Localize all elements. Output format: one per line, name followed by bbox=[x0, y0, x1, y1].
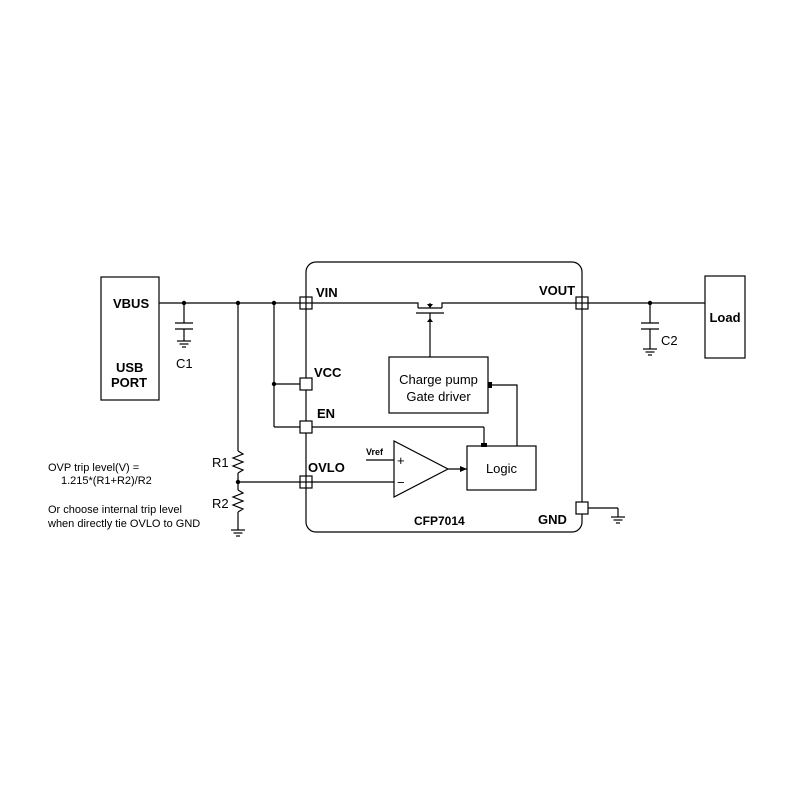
pin-gnd: GND bbox=[538, 501, 589, 527]
usb-port: VBUS USB PORT bbox=[100, 276, 160, 401]
note-line-4: when directly tie OVLO to GND bbox=[47, 518, 200, 530]
load-label: Load bbox=[709, 310, 740, 325]
charge-pump-block: Charge pump Gate driver bbox=[388, 356, 489, 414]
c2-label: C2 bbox=[661, 333, 678, 348]
port-label: PORT bbox=[111, 375, 147, 390]
usb-label: USB bbox=[116, 360, 143, 375]
pin-vcc: VCC bbox=[299, 365, 342, 391]
comparator-minus: − bbox=[397, 475, 405, 490]
gnd-label: GND bbox=[538, 512, 567, 527]
charge-pump-label: Charge pump bbox=[399, 372, 478, 387]
pin-en: EN bbox=[299, 406, 335, 434]
load: Load bbox=[704, 275, 746, 359]
vref-label: Vref bbox=[366, 447, 384, 457]
vout-wire bbox=[588, 300, 705, 306]
vin-label: VIN bbox=[316, 285, 338, 300]
pin-vin: VIN bbox=[299, 285, 338, 310]
gnd-connection bbox=[588, 507, 625, 524]
ovp-notes: OVP trip level(V) = 1.215*(R1+R2)/R2 Or … bbox=[47, 462, 200, 530]
pin-vout: VOUT bbox=[539, 283, 589, 310]
vbus-wire bbox=[159, 300, 300, 306]
ovlo-label: OVLO bbox=[308, 460, 345, 475]
comparator: Vref + − bbox=[312, 440, 467, 498]
vbus-label: VBUS bbox=[113, 296, 149, 311]
note-line-1: OVP trip level(V) = bbox=[48, 462, 139, 474]
vcc-label: VCC bbox=[314, 365, 342, 380]
r2-label: R2 bbox=[212, 496, 229, 511]
en-label: EN bbox=[317, 406, 335, 421]
capacitor-c1: C1 bbox=[175, 303, 193, 371]
vout-label: VOUT bbox=[539, 283, 575, 298]
r1-label: R1 bbox=[212, 455, 229, 470]
capacitor-c2: C2 bbox=[641, 303, 678, 356]
logic-block: Logic bbox=[312, 382, 537, 491]
comparator-plus: + bbox=[397, 453, 405, 468]
mosfet-switch bbox=[312, 302, 576, 357]
note-line-3: Or choose internal trip level bbox=[48, 504, 182, 516]
vcc-en-wires bbox=[271, 303, 300, 428]
gate-driver-label: Gate driver bbox=[406, 389, 471, 404]
note-line-2: 1.215*(R1+R2)/R2 bbox=[61, 475, 152, 487]
chip-name: CFP7014 bbox=[414, 514, 465, 528]
c1-label: C1 bbox=[176, 356, 193, 371]
resistor-divider: R1 R2 bbox=[212, 303, 300, 537]
logic-label: Logic bbox=[486, 461, 518, 476]
pin-ovlo: OVLO bbox=[299, 460, 345, 489]
